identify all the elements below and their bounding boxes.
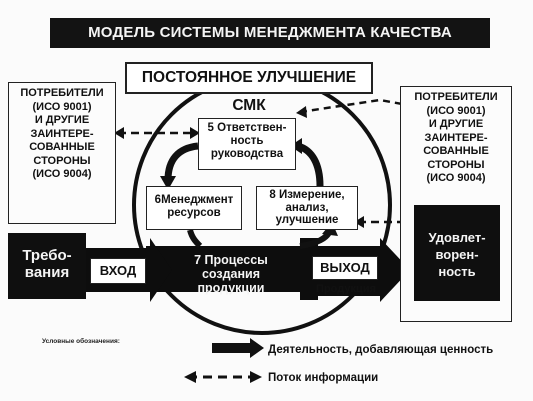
product-realization-label: 7 Процессы создания продукции [172, 253, 290, 295]
resource-management-box: 6Менеджмент ресурсов [146, 186, 242, 230]
satisfaction-box: Удовлет- ворен- ность [414, 205, 500, 301]
process-line: продукции [197, 281, 265, 295]
measurement-analysis-box: 8 Измерение, анализ, улучшение [256, 186, 358, 230]
box6-line: ресурсов [167, 207, 221, 219]
satisfaction-line: Удовлет- [428, 230, 486, 245]
right-stakeholders-line: СТОРОНЫ [427, 158, 485, 171]
left-stakeholders-line: И ДРУГИЕ [34, 114, 90, 126]
left-stakeholders-line: СОВАННЫЕ [29, 141, 95, 153]
left-stakeholders-line: ЗАИНТЕРЕ- [30, 127, 94, 140]
input-label: ВХОД [90, 258, 146, 284]
box6-line: 6Менеджмент [154, 194, 234, 206]
right-stakeholders-line: И ДРУГИЕ [428, 118, 484, 130]
cycle-arrow-5-to-6 [164, 142, 199, 181]
legend-value-activity-text: Деятельность, добавляющая ценность [268, 344, 494, 356]
legend-value-arrow [212, 338, 264, 358]
left-stakeholders-line: (ИСО 9004) [32, 168, 92, 180]
right-stakeholders-line: СОВАННЫЕ [423, 145, 489, 157]
right-stakeholders-line: ПОТРЕБИТЕЛИ [414, 91, 498, 103]
cycle-arrow-6-to-7 [187, 229, 203, 249]
box5-line: 5 Ответствен- [207, 122, 287, 134]
process-line: 7 Процессы [194, 253, 268, 267]
box5-line: руководства [210, 148, 284, 160]
left-stakeholders-line: СТОРОНЫ [33, 154, 91, 167]
legend-title: Условные обозначения: [42, 338, 120, 345]
right-stakeholders-line: (ИСО 9001) [426, 104, 486, 117]
diagram-title: МОДЕЛЬ СИСТЕМЫ МЕНЕДЖМЕНТА КАЧЕСТВА [50, 18, 490, 48]
info-flow-top [299, 98, 403, 114]
process-line: создания [201, 267, 261, 281]
right-stakeholders-line: ЗАИНТЕРЕ- [424, 131, 488, 144]
satisfaction-line: ворен- [435, 247, 479, 262]
box8-line: 8 Измерение, [269, 189, 345, 201]
process-flow-arrow [146, 238, 318, 300]
right-stakeholders-line: (ИСО 9004) [426, 172, 486, 184]
management-responsibility-box: 5 Ответствен- ность руководства [198, 118, 296, 170]
left-stakeholders-line: ПОТРЕБИТЕЛИ [20, 87, 104, 99]
requirements-line: Требо- [22, 247, 72, 264]
box8-line: анализ, [285, 201, 329, 214]
requirements-box: Требо- вания [8, 233, 86, 299]
requirements-line: вания [24, 264, 70, 281]
left-stakeholders-box: ПОТРЕБИТЕЛИ (ИСО 9001) И ДРУГИЕ ЗАИНТЕРЕ… [8, 82, 116, 224]
legend-info-flow-text: Поток информации [268, 372, 379, 384]
left-stakeholders-line: (ИСО 9001) [32, 100, 92, 113]
product-label: Продукция [316, 283, 376, 295]
continuous-improvement-label: ПОСТОЯННОЕ УЛУЧШЕНИЕ СМК [125, 62, 373, 114]
output-label: ВЫХОД [312, 256, 378, 280]
satisfaction-line: ность [438, 264, 476, 279]
box8-line: улучшение [275, 214, 339, 226]
box5-line: ность [230, 135, 264, 147]
